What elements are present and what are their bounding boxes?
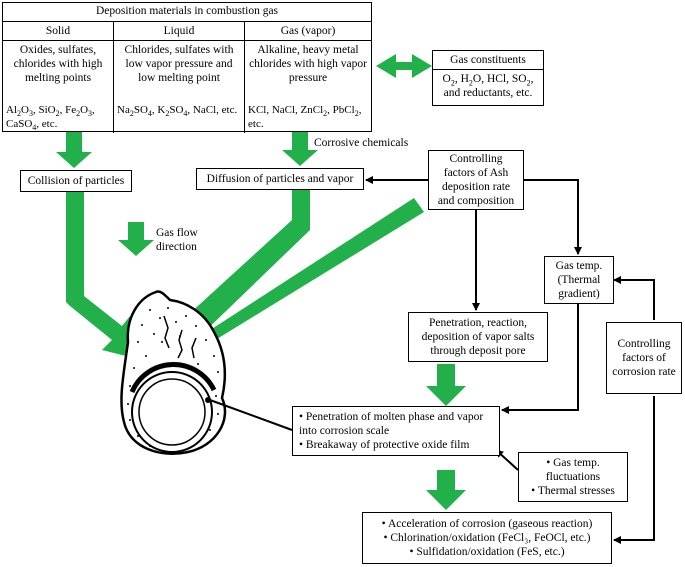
penetration-molten-box: Penetration of molten phase and vapor in…	[292, 406, 500, 456]
solid-description: Oxides, sulfates, chlorides with high me…	[13, 44, 103, 84]
gas-examples: KCl, NaCl, ZnCl2, PbCl2, etc.	[248, 104, 362, 130]
controlling-ash-box: Controlling factors of Ash deposition ra…	[428, 150, 524, 210]
fluctuations-item: Thermal stresses	[519, 484, 627, 498]
double-arrow-gas-constituents	[376, 54, 432, 78]
penetration-molten-item: Penetration of molten phase and vapor in…	[299, 410, 493, 438]
arrow-gas-flow-direction	[118, 222, 154, 256]
acceleration-item: Acceleration of corrosion (gaseous react…	[382, 517, 592, 531]
acceleration-item: Sulfidation/oxidation (FeS, etc.)	[382, 545, 593, 559]
gas-flow-label: Gas flow direction	[156, 227, 198, 253]
collision-box: Collision of particles	[20, 170, 132, 192]
line-gas-temp-to-penetration	[501, 304, 579, 414]
arrow-to-acceleration	[426, 470, 466, 510]
acceleration-box: Acceleration of corrosion (gaseous react…	[362, 512, 612, 564]
deposit-crack	[163, 315, 170, 349]
tube-inner	[138, 378, 206, 446]
gas-constituents-title: Gas constituents	[433, 51, 543, 70]
penetration-reaction-box: Penetration, reaction, deposition of vap…	[408, 312, 548, 362]
line-corrosion-factors-to-acceleration	[613, 396, 655, 544]
connector-lines	[205, 176, 655, 544]
table-header-liquid: Liquid	[114, 22, 245, 40]
arrow-collision-to-deposit	[66, 192, 150, 362]
diffusion-box: Diffusion of particles and vapor	[196, 168, 364, 190]
deposition-materials-table: Deposition materials in combustion gas S…	[2, 2, 372, 133]
fluctuations-item: Gas temp. fluctuations	[519, 456, 627, 484]
gas-description: Alkaline, heavy metal chlorides with hig…	[249, 44, 367, 84]
table-header-gas: Gas (vapor)	[280, 25, 336, 37]
line-corrosion-factors-to-gas-temp	[613, 276, 655, 320]
corrosive-chemicals-label: Corrosive chemicals	[314, 137, 409, 149]
liquid-examples: Na2SO4, K2SO4, NaCl, etc.	[117, 104, 238, 119]
line-controlling-to-gas-temp	[524, 179, 582, 255]
line-deposit-to-penetration	[209, 399, 293, 431]
liquid-description: Chlorides, sulfates with low vapor press…	[124, 44, 234, 84]
table-header-solid: Solid	[3, 22, 114, 40]
corrosion-scale	[129, 362, 217, 394]
ash-deposit-tube	[120, 290, 227, 455]
arrow-penetration-reaction-down	[426, 364, 466, 406]
fluctuations-box: Gas temp. fluctuations Thermal stresses	[518, 452, 628, 502]
acceleration-item: Chlorination/oxidation (FeCl₃, FeOCl, et…	[382, 531, 593, 545]
gas-constituents-box: Gas constituents O2, H2O, HCl, SO2, and …	[432, 50, 544, 106]
controlling-corrosion-box: Controlling factors of corrosion rate	[606, 322, 682, 394]
gas-constituents-list: O2, H2O, HCl, SO2, and reductants, etc.	[442, 73, 534, 99]
arrow-liquid-to-diffusion	[282, 132, 318, 166]
deposit-crack	[191, 337, 197, 359]
penetration-molten-item: Breakaway of protective oxide film	[299, 438, 493, 452]
deposit-crack	[177, 329, 183, 359]
table-title: Deposition materials in combustion gas	[3, 3, 371, 22]
arrow-solid-to-collision	[56, 132, 92, 168]
solid-examples: Al2O3, SiO2, Fe2O3, CaSO4, etc.	[6, 104, 95, 133]
gas-temp-box: Gas temp. (Thermal gradient)	[544, 256, 614, 304]
arrow-controlling-to-deposit	[176, 198, 424, 356]
